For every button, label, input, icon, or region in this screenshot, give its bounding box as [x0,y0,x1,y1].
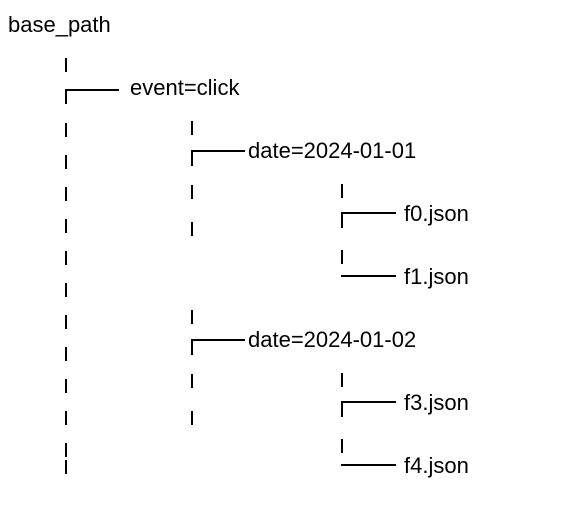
tree-connector-dash [341,184,343,198]
tree-connector-dash [341,403,343,417]
tree-connector-dash [65,460,67,474]
node-file-f4-label: f4.json [404,453,469,478]
tree-connector-dash [65,283,67,297]
tree-branch-line [341,464,396,466]
node-event-label: event=click [130,75,240,100]
node-file-f0-label: f0.json [404,201,469,226]
tree-connector-dash [191,411,193,425]
tree-branch-line [341,212,396,214]
tree-connector-dash [65,411,67,425]
node-file-f3-label: f3.json [404,390,469,415]
tree-connector-dash [191,341,193,355]
tree-branch-line [341,275,396,277]
node-file-f1-label: f1.json [404,264,469,289]
tree-connector-dash [341,373,343,387]
tree-connector-dash [191,374,193,388]
tree-connector-dash [341,250,343,264]
tree-branch-line [191,339,245,341]
tree-connector-dash [65,219,67,233]
tree-branch-line [341,401,396,403]
tree-connector-dash [65,58,67,72]
tree-connector-dash [65,90,67,104]
tree-connector-dash [65,251,67,265]
node-root-label: base_path [8,12,111,37]
tree-connector-dash [65,123,67,137]
tree-branch-line [65,89,119,91]
tree-connector-dash [65,379,67,393]
node-date-2-label: date=2024-01-02 [248,327,417,352]
tree-connector-dash [191,121,193,135]
node-date-1-label: date=2024-01-01 [248,138,417,163]
tree-branch-line [191,150,245,152]
tree-connector-dash [191,222,193,236]
tree-connector-dash [65,315,67,329]
tree-connector-dash [191,152,193,166]
tree-connector-dash [65,187,67,201]
tree-connector-dash [65,155,67,169]
tree-connector-dash [65,443,67,457]
tree-connector-dash [341,439,343,453]
tree-connector-dash [191,185,193,199]
tree-connector-dash [341,214,343,228]
tree-connector-dash [191,310,193,324]
tree-connector-dash [65,347,67,361]
